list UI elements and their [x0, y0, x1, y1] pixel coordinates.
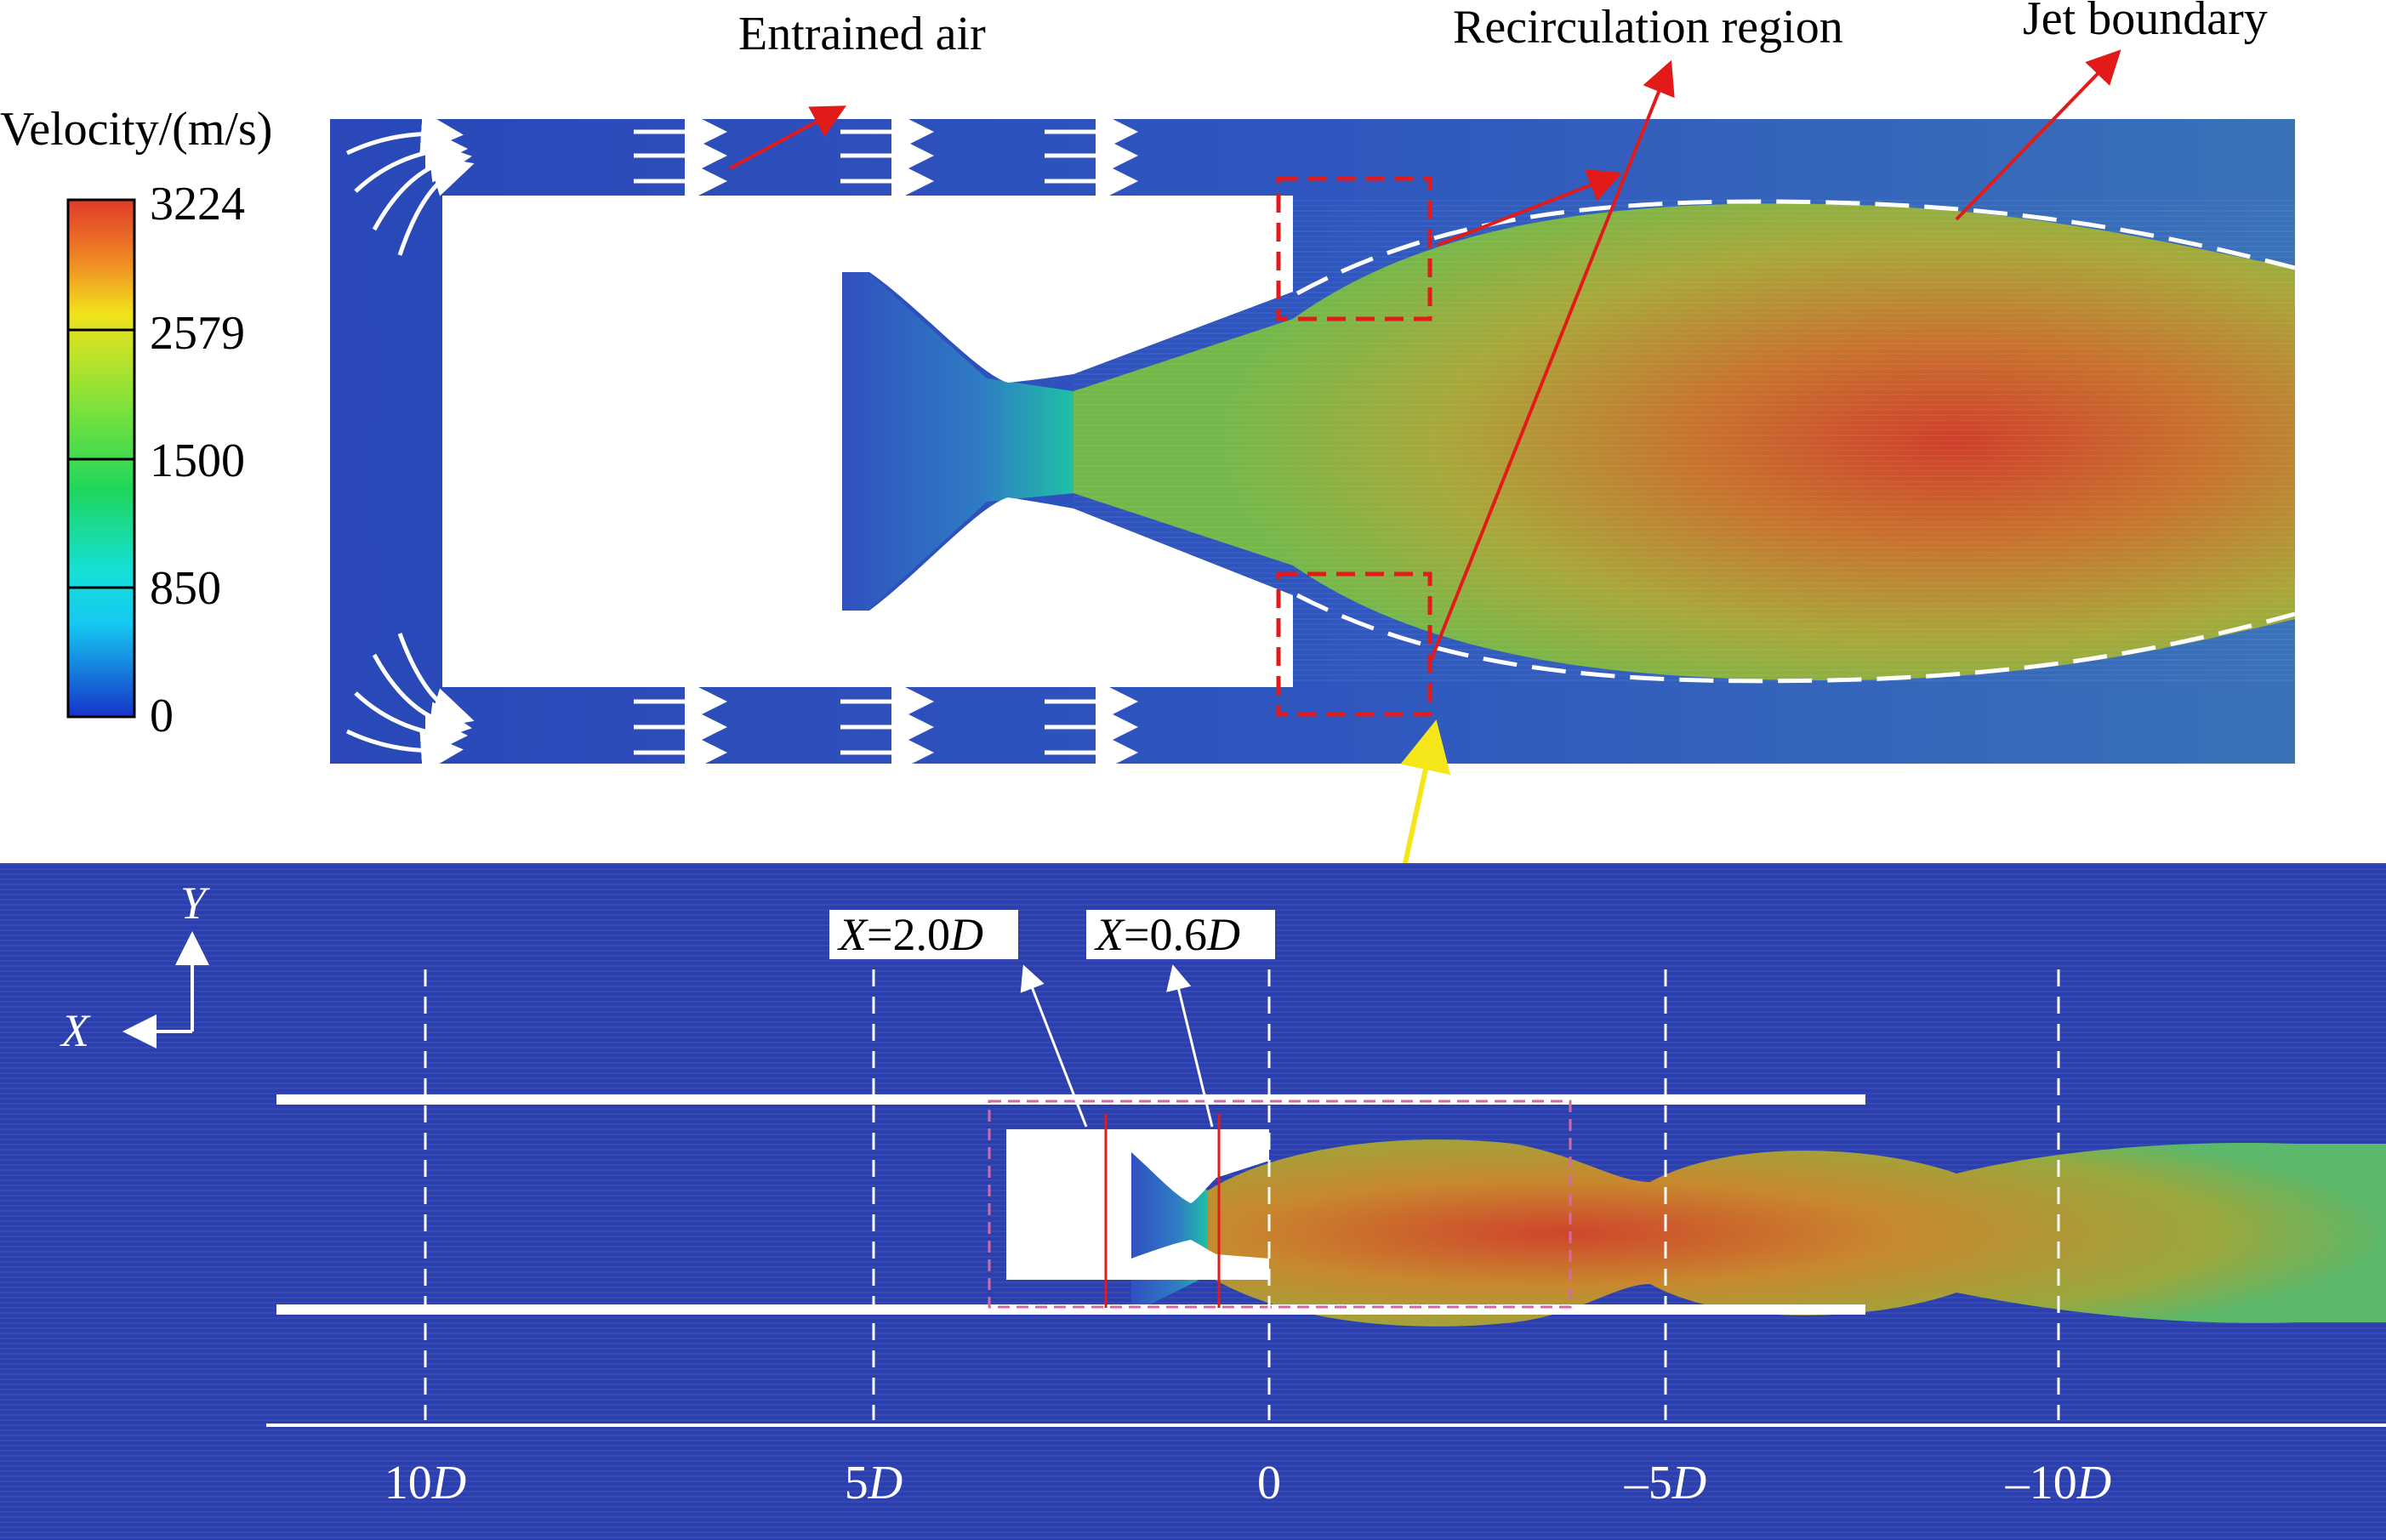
- svg-text:X=0.6D: X=0.6D: [1094, 909, 1240, 960]
- axis-label-y: Y: [180, 878, 210, 929]
- section-label-0-6D: X=0.6D: [1086, 909, 1275, 960]
- colorbar-tick-850: 850: [150, 562, 221, 615]
- section-lines: [1104, 1114, 1221, 1308]
- colorbar-tick-1500: 1500: [150, 435, 245, 487]
- colorbar: Velocity/(m/s) 3224 2579 1500 850 0: [0, 103, 272, 742]
- scale-tick-10D: 10D: [384, 1457, 466, 1509]
- label-recirculation-region: Recirculation region: [1453, 1, 1843, 54]
- domain-panel: Y X X=2.0D X=0.6D: [0, 863, 2386, 1540]
- colorbar-tick-2579: 2579: [150, 307, 245, 360]
- colorbar-tick-marks: [68, 328, 134, 589]
- colorbar-tick-3224: 3224: [150, 178, 245, 230]
- entrained-air-arrows: [345, 111, 1138, 774]
- distance-scale: 10D 5D 0 –5D –10D: [266, 1424, 2386, 1509]
- scale-tick-0: 0: [1257, 1457, 1281, 1509]
- nozzle-flow-top: [842, 272, 1073, 611]
- label-entrained-air: Entrained air: [738, 8, 986, 60]
- engine-body-top: [442, 196, 1293, 687]
- scale-tick-minus-5D: –5D: [1624, 1457, 1706, 1509]
- colorbar-tick-0: 0: [150, 690, 174, 742]
- annotation-arrows: [729, 49, 2121, 666]
- colorbar-title: Velocity/(m/s): [0, 103, 272, 156]
- section-label-arrows: [1020, 964, 1214, 1128]
- zoom-region-box: [988, 1100, 1572, 1309]
- scale-tick-5D: 5D: [845, 1457, 903, 1509]
- engine-body-bottom: [1006, 1129, 1269, 1280]
- zoom-panel: Entrained air Recirculation region Jet b…: [330, 0, 2296, 774]
- axis-label-x: X: [60, 1005, 91, 1056]
- label-jet-boundary: Jet boundary: [2023, 0, 2268, 45]
- jet-boundary-lines: [1296, 199, 2296, 684]
- station-lines: [424, 969, 2060, 1420]
- scale-tick-minus-10D: –10D: [2005, 1457, 2111, 1509]
- recirculation-boxes: [1276, 176, 1432, 717]
- svg-text:X=2.0D: X=2.0D: [837, 909, 983, 960]
- section-label-2-0D: X=2.0D: [829, 909, 1018, 960]
- axis-indicator: [122, 931, 209, 1048]
- jet-plume-bottom: [1208, 1139, 2386, 1327]
